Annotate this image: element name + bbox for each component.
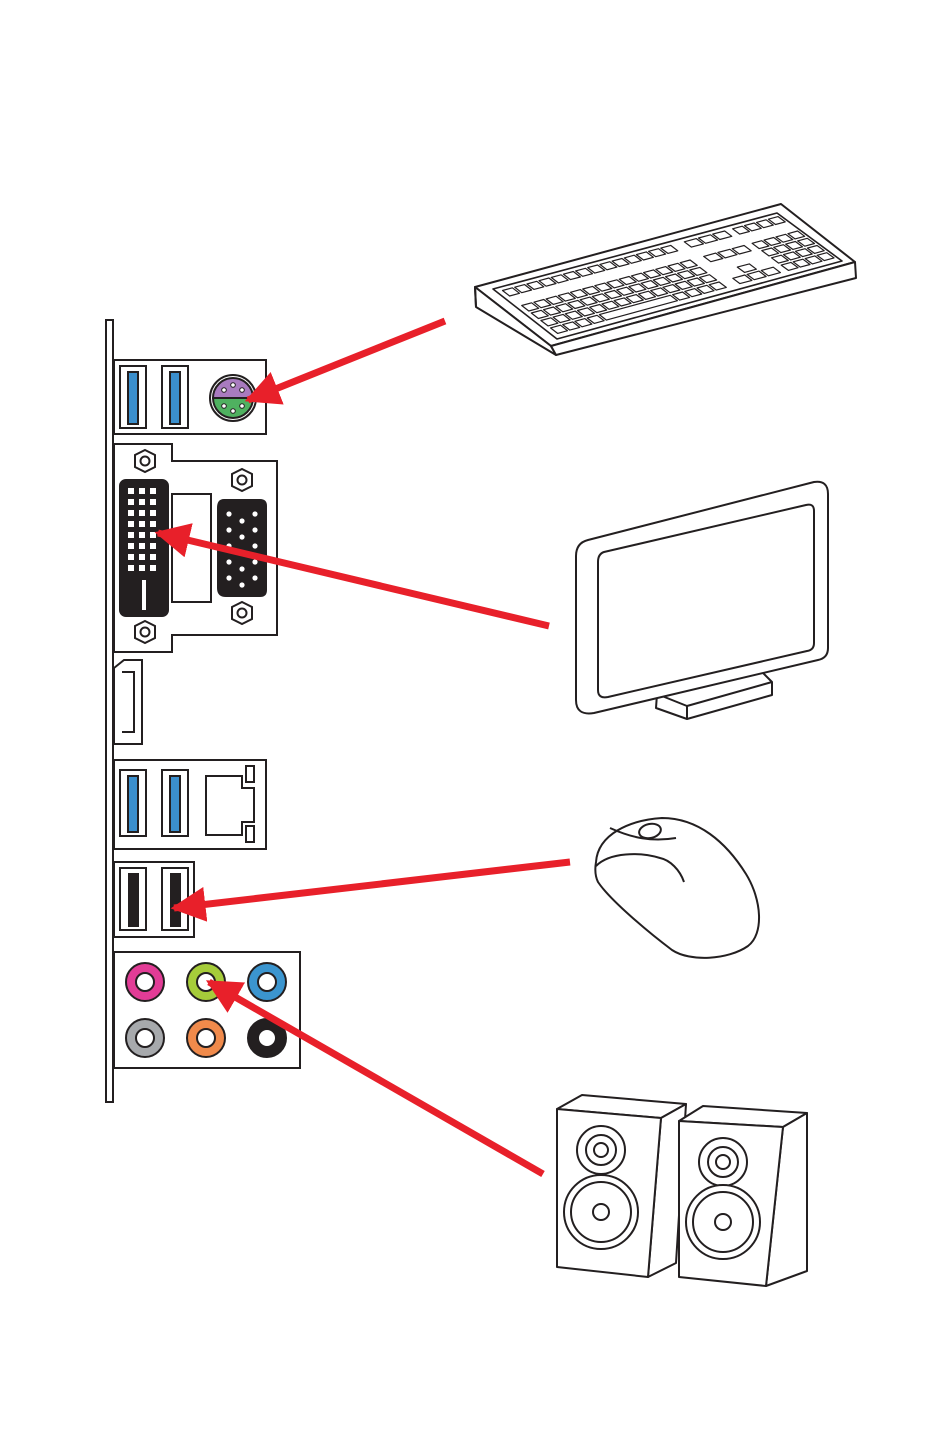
- arrow-speakers-to-audio: [209, 982, 543, 1174]
- audio-jack: [248, 963, 286, 1001]
- dvi-port: [120, 480, 168, 616]
- screw-icon: [232, 602, 252, 624]
- arrow-keyboard-to-ps2: [248, 321, 445, 400]
- lan-port: [206, 766, 254, 842]
- usb3-port: [162, 366, 188, 428]
- speakers-icon: [557, 1095, 807, 1286]
- io-panel-spine: [106, 320, 113, 1102]
- usb2-port: [120, 868, 146, 930]
- blank-plate: [172, 494, 211, 602]
- keyboard-icon: [475, 204, 856, 355]
- screw-icon: [232, 469, 252, 491]
- hdmi-port: [114, 660, 142, 744]
- audio-jack: [187, 1019, 225, 1057]
- arrow-mouse-to-usb2: [174, 862, 570, 908]
- monitor-icon: [576, 482, 828, 719]
- usb3-port: [120, 366, 146, 428]
- screw-icon: [135, 621, 155, 643]
- audio-jack: [187, 963, 225, 1001]
- screw-icon: [135, 450, 155, 472]
- audio-jack: [126, 1019, 164, 1057]
- audio-jack: [126, 963, 164, 1001]
- io-panel: [106, 320, 300, 1102]
- mouse-icon: [595, 818, 759, 958]
- usb2-port: [162, 868, 188, 930]
- usb3-port: [120, 770, 146, 836]
- usb3-port: [162, 770, 188, 836]
